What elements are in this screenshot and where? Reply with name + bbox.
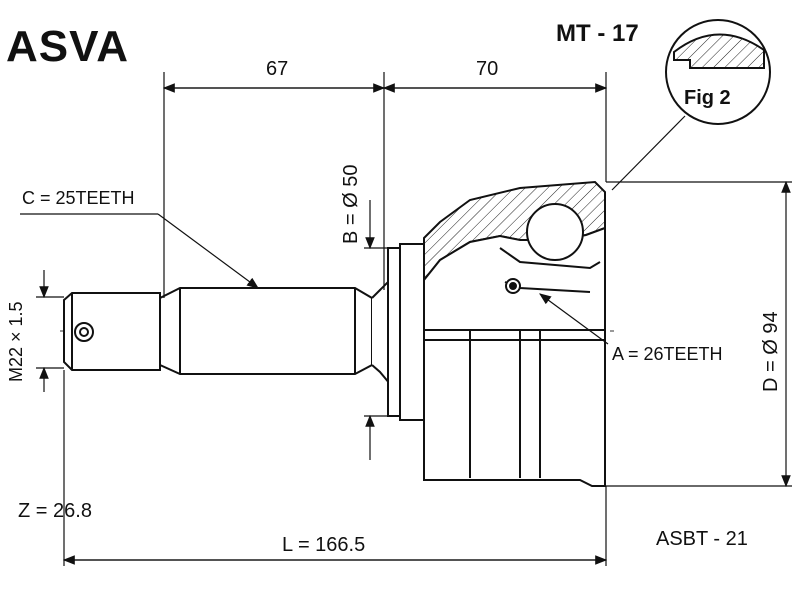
- bell-teeth-note: A = 26TEETH: [612, 344, 723, 364]
- model-number: MT - 17: [556, 20, 639, 47]
- brand-logo: ASVA: [6, 22, 129, 71]
- length-b-label: 70: [476, 58, 499, 80]
- shaft-teeth-note: C = 25TEETH: [22, 188, 135, 208]
- outer-diameter-label: D = Ø 94: [760, 311, 782, 392]
- fig2-detail: [611, 19, 771, 191]
- seal-ring: [387, 243, 425, 421]
- dim-total-length: [62, 370, 608, 566]
- figure-label: Fig 2: [684, 87, 731, 109]
- threaded-stub: [63, 292, 161, 371]
- boot-kit-label: ASBT - 21: [656, 528, 748, 550]
- leaders: [20, 213, 609, 345]
- dim-outer-diameter: [606, 180, 792, 488]
- total-length-label: L = 166.5: [282, 534, 366, 556]
- dim-lengths: [162, 72, 608, 298]
- thread-label: M22 × 1.5: [6, 301, 26, 382]
- z-value-label: Z = 26.8: [18, 500, 92, 522]
- shaft: [159, 277, 391, 387]
- seal-diameter-label: B = Ø 50: [340, 164, 362, 245]
- length-a-label: 67: [266, 58, 289, 80]
- dim-seal-diameter: [364, 200, 390, 460]
- ball-cage: [499, 203, 601, 294]
- bell-housing: [423, 180, 606, 487]
- dim-thread: [36, 270, 64, 392]
